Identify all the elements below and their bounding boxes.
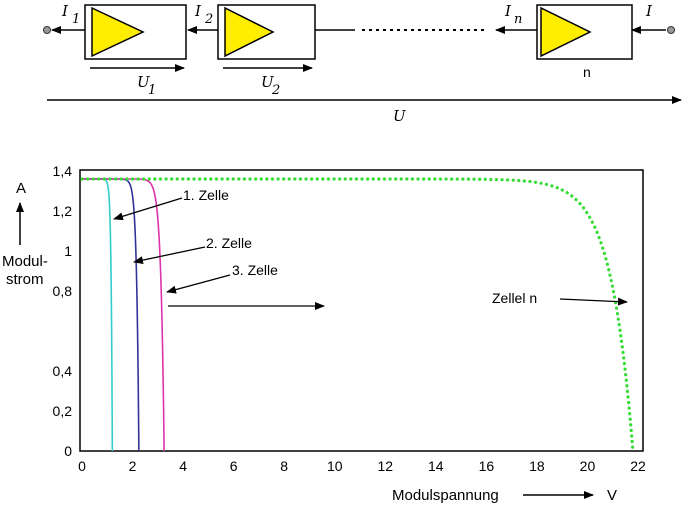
x-unit: V xyxy=(607,487,617,504)
chart: A Modul- strom Modulspannung V 1. Zelle … xyxy=(2,163,646,504)
x-tick-label: 10 xyxy=(327,458,343,474)
y-tick-label: 0 xyxy=(64,443,72,459)
x-tick-label: 22 xyxy=(630,458,646,474)
cell-1-symbol xyxy=(91,6,145,58)
y-tick-label: 0,8 xyxy=(53,283,73,299)
y-label-line-1: Modul- xyxy=(2,253,48,270)
annotation-cell-2-arrow xyxy=(133,246,206,265)
y-tick-label: 0,4 xyxy=(53,363,73,379)
label-i: I xyxy=(645,2,653,20)
annotation-cell-3-arrow xyxy=(166,274,231,294)
label-in: I xyxy=(504,2,512,20)
label-u2: U xyxy=(261,73,275,91)
x-tick-label: 0 xyxy=(78,458,86,474)
y-tick-label: 0,2 xyxy=(53,403,73,419)
x-tick-label: 6 xyxy=(230,458,238,474)
y-label-line-2: strom xyxy=(6,271,44,288)
left-terminal xyxy=(43,26,51,34)
annotation-cell-2: 2. Zelle xyxy=(206,235,252,251)
label-i1: I xyxy=(61,2,69,20)
y-tick-label: 1,2 xyxy=(53,203,73,219)
x-tick-label: 2 xyxy=(129,458,137,474)
plot-frame xyxy=(79,169,644,452)
label-in-sub: n xyxy=(514,12,522,27)
cell-2-symbol xyxy=(224,6,275,58)
cell-n-symbol xyxy=(540,6,592,58)
label-i1-sub: 1 xyxy=(72,12,80,27)
label-u2-sub: 2 xyxy=(271,83,280,98)
annotation-cell-n: Zellel n xyxy=(492,290,537,306)
annotation-cell-n-arrow xyxy=(559,297,628,306)
x-tick-label: 14 xyxy=(428,458,444,474)
annotation-cell-1-arrow xyxy=(113,197,183,221)
annotation-cell-3: 3. Zelle xyxy=(232,262,278,278)
label-u1: U xyxy=(137,73,151,91)
x-axis-label: Modulspannung xyxy=(392,487,499,504)
y-tick-labels: 0 0,2 0,4 0,8 1 1,2 1,4 xyxy=(53,163,73,459)
iv-curve-3 xyxy=(82,178,165,452)
label-u1-sub: 1 xyxy=(148,83,156,98)
y-unit: A xyxy=(16,180,26,197)
curves-layer xyxy=(80,177,635,453)
label-n: n xyxy=(583,64,591,80)
x-tick-label: 16 xyxy=(479,458,495,474)
label-i2: I xyxy=(194,2,202,20)
label-i2-sub: 2 xyxy=(204,12,213,27)
x-tick-label: 8 xyxy=(280,458,288,474)
right-terminal xyxy=(667,26,675,34)
iv-curve-4 xyxy=(80,177,635,453)
y-tick-label: 1,4 xyxy=(53,163,73,179)
x-tick-label: 20 xyxy=(580,458,596,474)
circuit-diagram: I 1 I 2 I n I U 1 U 2 U n xyxy=(43,2,682,125)
label-u: U xyxy=(393,107,407,125)
y-tick-label: 1 xyxy=(64,243,72,259)
x-tick-label: 12 xyxy=(377,458,393,474)
x-tick-label: 4 xyxy=(179,458,187,474)
annotation-cell-1: 1. Zelle xyxy=(183,187,229,203)
x-tick-labels: 0 2 4 6 8 10 12 14 16 18 20 22 xyxy=(78,458,646,474)
x-tick-label: 18 xyxy=(529,458,545,474)
